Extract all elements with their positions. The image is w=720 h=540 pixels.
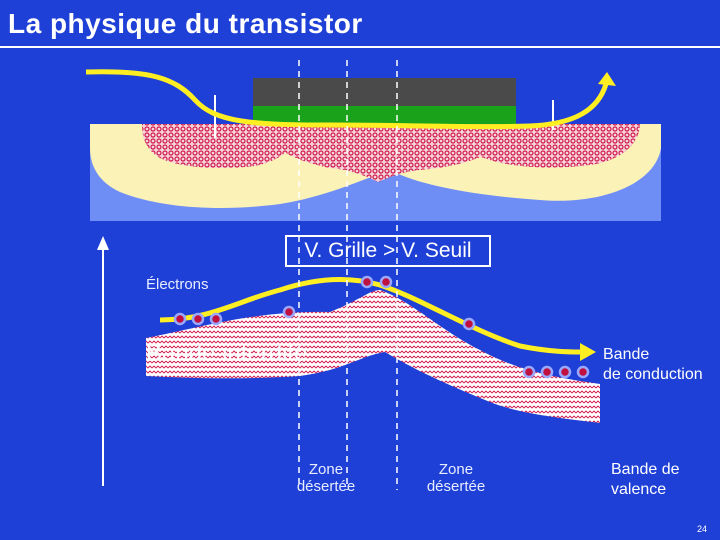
source-doped-region — [142, 124, 300, 168]
energy-axis-arrowhead — [97, 236, 109, 250]
bande-conduction-line-2: de conduction — [603, 366, 703, 383]
electron-group — [173, 275, 590, 379]
gate-oxide — [253, 105, 516, 124]
electron — [522, 365, 536, 379]
electron — [540, 365, 554, 379]
electron — [173, 312, 187, 326]
zone-desertee-right-label: Zone désertée — [414, 461, 498, 495]
zone-desertee-left-label: Zone désertée — [286, 461, 366, 495]
electron — [191, 312, 205, 326]
electrons-label: Électrons — [146, 276, 209, 293]
electron — [209, 312, 223, 326]
bande-conduction-label: Bande de conduction — [603, 345, 703, 385]
conduction-band-arrow — [159, 277, 583, 355]
page-number: 24 — [697, 524, 708, 534]
zone-desertee-right-line-2: désertée — [426, 478, 486, 495]
electron-flow-arrowhead-top — [598, 72, 616, 86]
zone-desertee-right-line-1: Zone — [438, 461, 474, 478]
bande-interdite-label: Bande interdite — [146, 340, 308, 367]
zone-desertee-left-line-1: Zone — [308, 461, 344, 478]
electron — [379, 275, 393, 289]
gate-condition-label: V. Grille > V. Seuil — [285, 235, 491, 267]
zone-desertee-left-line-2: désertée — [296, 478, 356, 495]
gate-metal — [253, 78, 516, 106]
bande-conduction-line-1: Bande — [603, 346, 650, 363]
electron — [576, 365, 590, 379]
title-underline — [0, 46, 720, 48]
conduction-arrowhead — [580, 343, 596, 361]
electron — [282, 305, 296, 319]
electron — [558, 365, 572, 379]
bande-valence-line-1: Bande de — [611, 461, 680, 478]
electron-flow-arrow-top — [85, 69, 609, 130]
electron — [462, 317, 476, 331]
valence-band — [146, 290, 600, 423]
bande-valence-line-2: valence — [611, 481, 667, 498]
bande-valence-label: Bande de valence — [611, 460, 680, 500]
electron — [360, 275, 374, 289]
inversion-channel — [260, 124, 520, 182]
slide-title: La physique du transistor — [8, 8, 363, 39]
